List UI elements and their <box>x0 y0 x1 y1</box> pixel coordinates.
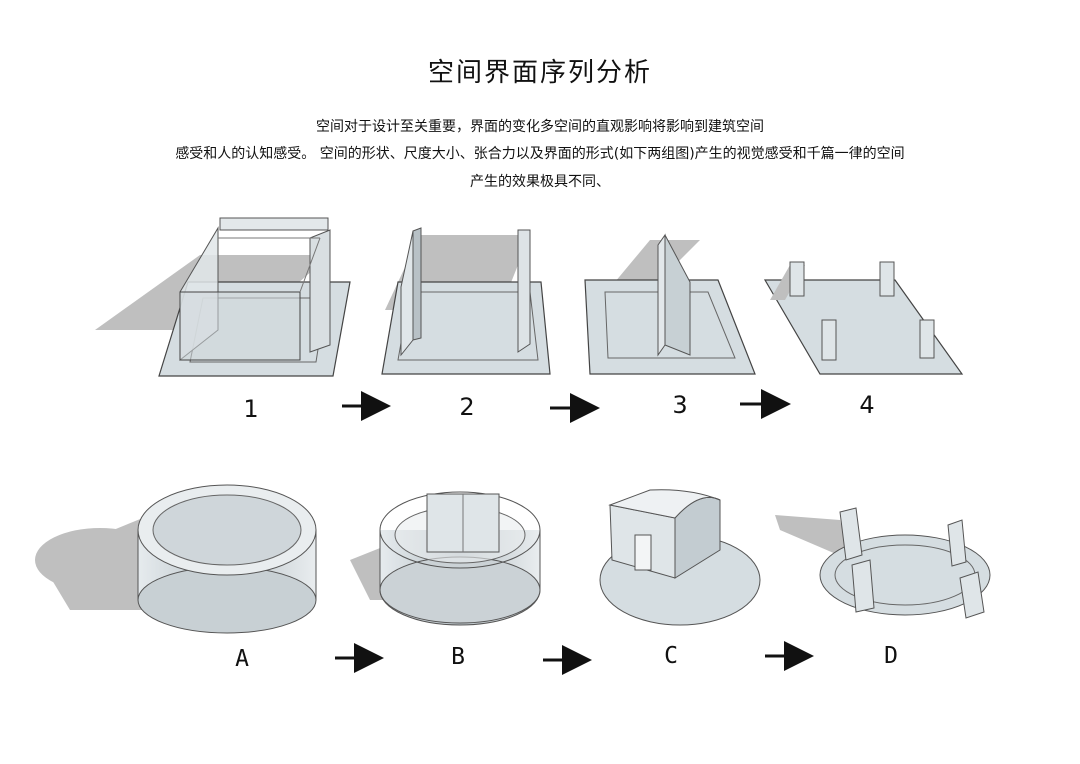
page-title: 空间界面序列分析 <box>427 58 652 88</box>
label-4: 4 <box>859 391 875 419</box>
diagram-3-single-wall <box>584 233 756 375</box>
label-1: 1 <box>243 395 259 423</box>
label-b: B <box>451 644 465 670</box>
diagram-c-quarter-enclosure <box>599 489 761 626</box>
diagram-2-two-walls <box>381 227 551 375</box>
diagram-4-four-columns <box>763 261 964 375</box>
label-2: 2 <box>459 393 475 421</box>
description-line-2: 感受和人的认知感受。 空间的形状、尺度大小、张合力以及界面的形式(如下两组图)产… <box>175 146 905 162</box>
label-d: D <box>884 643 898 669</box>
label-c: C <box>664 643 678 669</box>
diagram-b-open-cylinder <box>350 491 541 626</box>
diagram-1-enclosed-box <box>95 217 351 377</box>
description-line-1: 空间对于设计至关重要，界面的变化多空间的直观影响将影响到建筑空间 <box>316 119 764 135</box>
label-3: 3 <box>672 391 688 419</box>
label-a: A <box>235 646 249 672</box>
diagram-d-columns-on-ellipse <box>775 507 991 619</box>
description-line-3: 产生的效果极具不同、 <box>470 174 610 190</box>
diagram-a-cylinder <box>35 484 317 634</box>
